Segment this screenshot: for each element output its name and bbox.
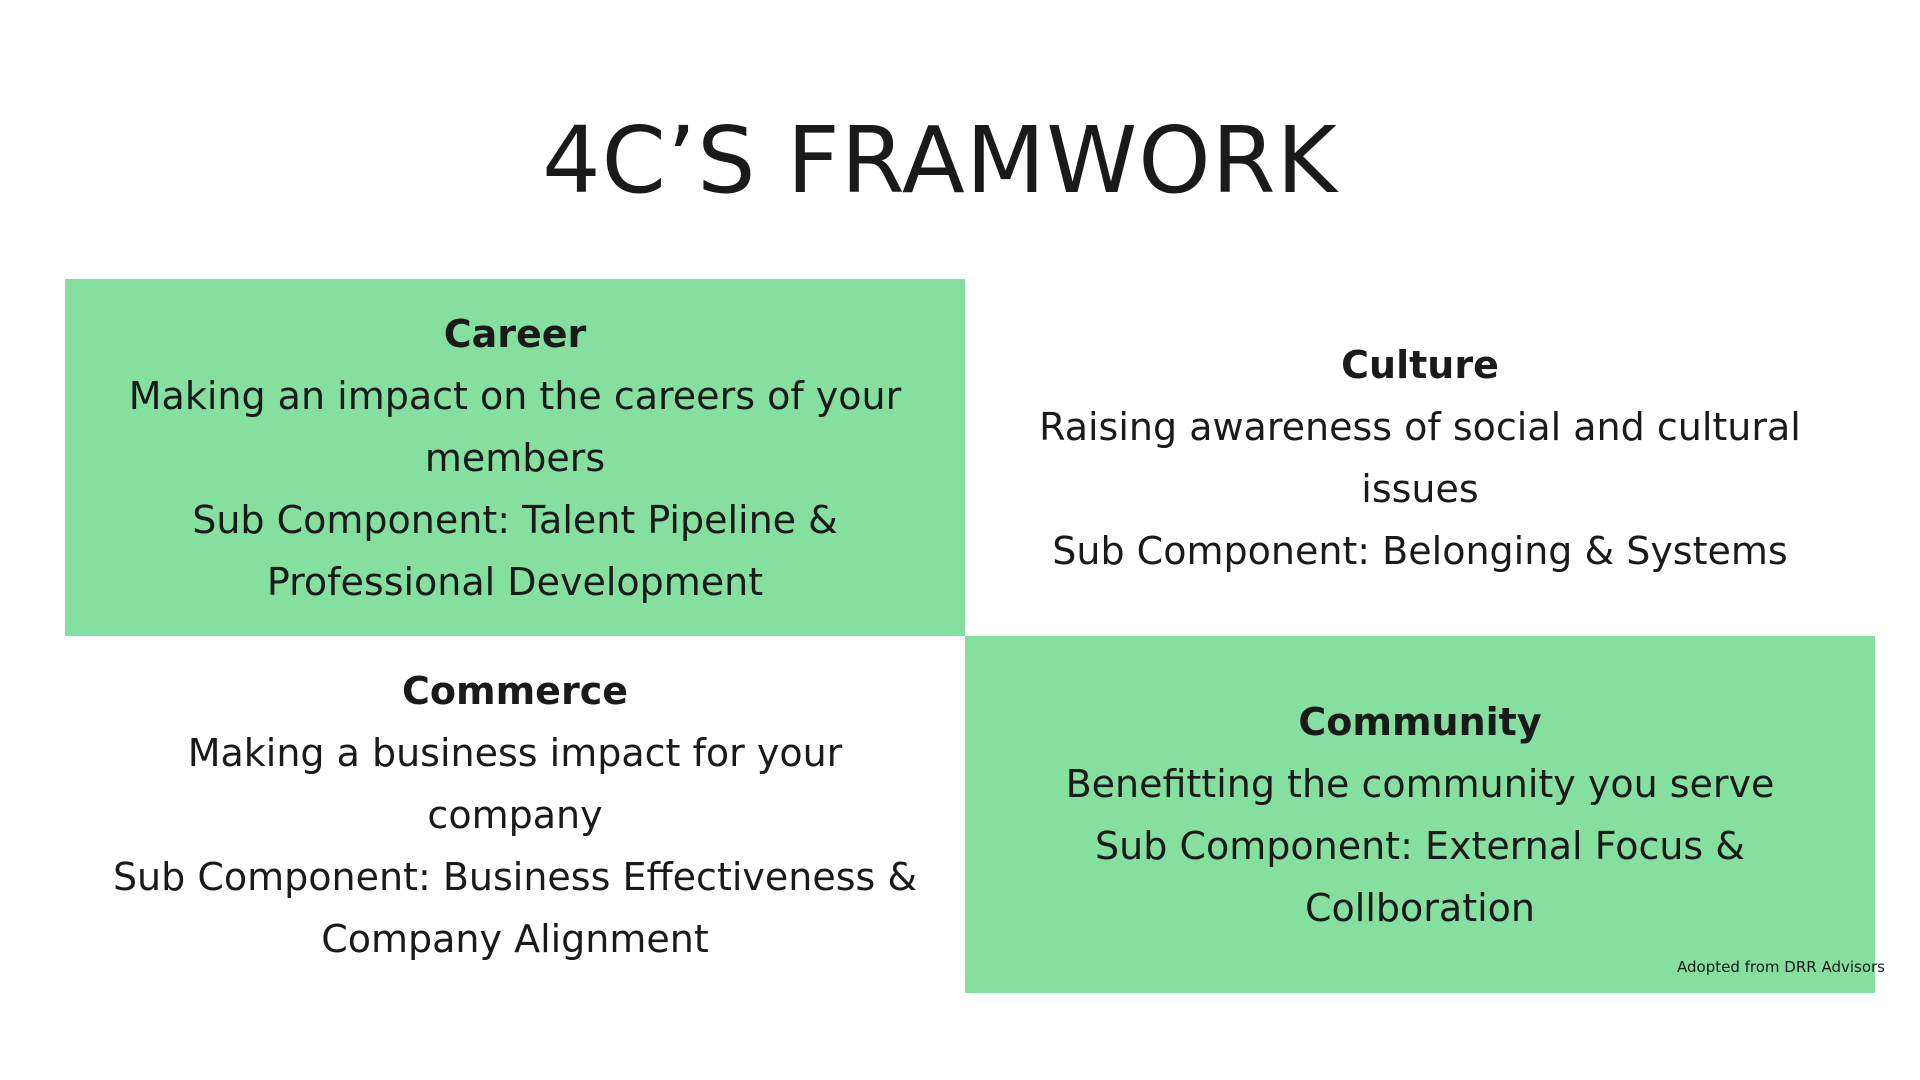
commerce-heading: Commerce [402,668,628,713]
career-sub-component: Sub Component: Talent Pipeline & Profess… [192,497,838,604]
page-title: 4C’S FRAMWORK [542,107,1338,214]
community-description: Benefitting the community you serve [1065,761,1775,806]
career-description: Making an impact on the careers of your … [128,373,902,480]
quadrant-culture: Culture Raising awareness of social and … [965,279,1875,636]
commerce-description: Making a business impact for your compan… [187,730,843,837]
commerce-sub-component: Sub Component: Business Effectiveness & … [112,854,918,961]
culture-description: Raising awareness of social and cultural… [1039,404,1801,511]
source-credit: Adopted from DRR Advisors [1677,958,1885,976]
career-heading: Career [443,311,587,356]
community-sub-component: Sub Component: External Focus & Collbora… [1095,823,1745,930]
quadrant-community: Community Benefitting the community you … [965,636,1875,993]
culture-heading: Culture [1341,342,1499,387]
quadrant-commerce: Commerce Making a business impact for yo… [65,636,965,993]
quadrant-career: Career Making an impact on the careers o… [65,279,965,636]
culture-sub-component: Sub Component: Belonging & Systems [1052,528,1788,573]
community-heading: Community [1298,699,1542,744]
